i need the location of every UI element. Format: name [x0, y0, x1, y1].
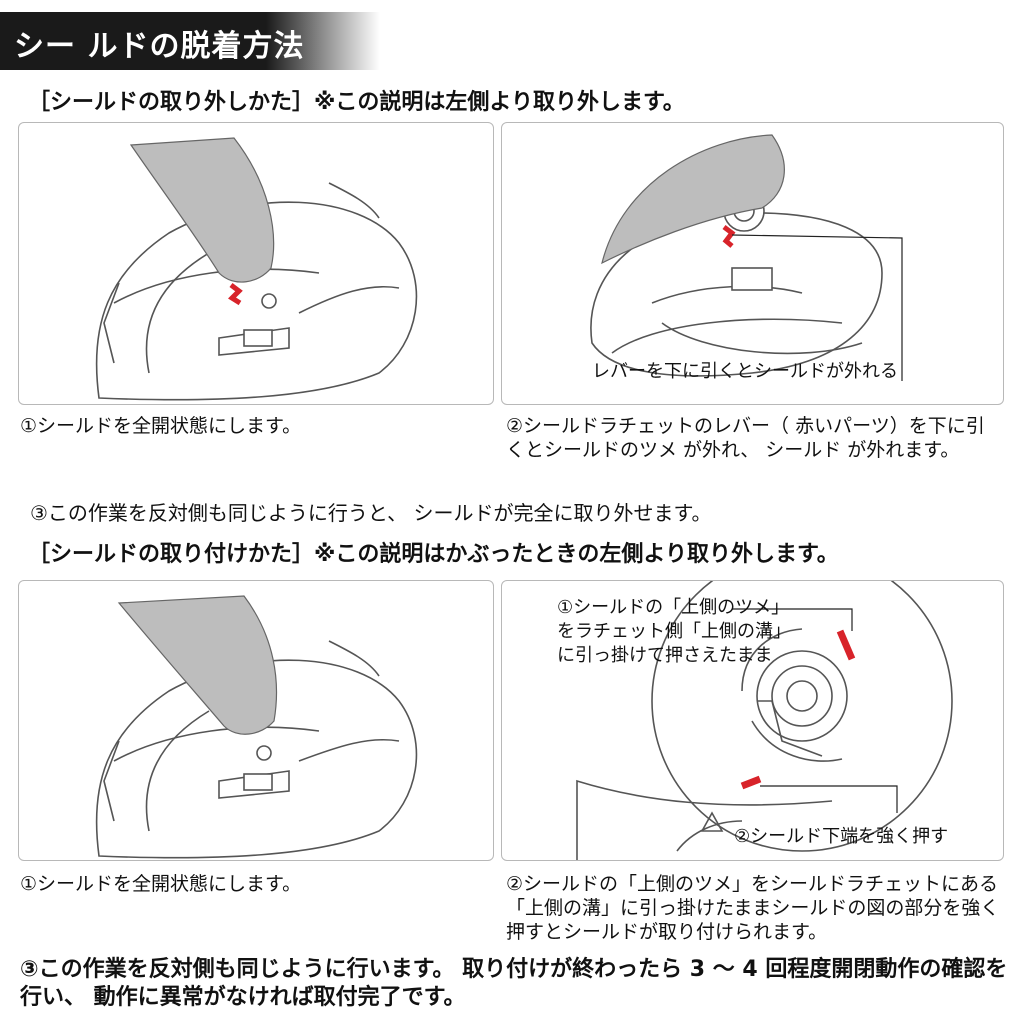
tab-label-line-2: をラチェット側「上側の溝」: [557, 621, 791, 642]
page-title: シー ルドの脱着方法: [14, 29, 305, 64]
helmet-icon: [95, 137, 418, 401]
press-label: ②シールド下端を強く押す: [734, 826, 949, 847]
shield-shape: [129, 137, 275, 283]
removal-heading: ［シールドの取り外しかた］※この説明は左側より取り外します。: [28, 90, 685, 115]
callout-line-top: [732, 608, 853, 631]
removal-figure-2: レバーを下に引くとシールドが外れる: [501, 122, 1004, 405]
lever-red-mark: [722, 225, 736, 248]
tab-label-line-3: に引っ掛けて押さえたまま: [557, 645, 773, 666]
helmet-icon: [590, 134, 903, 381]
installation-figure-2: ①シールドの「上側のツメ」 をラチェット側「上側の溝」 に引っ掛けて押さえたまま…: [501, 580, 1004, 861]
shield-shape: [601, 134, 785, 265]
ratchet-icon: [576, 581, 953, 860]
lower-edge-mark: [740, 775, 762, 790]
removal-step-2: ②シールドラチェットのレバー（ 赤いパーツ）を下に引くとシールドのツメ が外れ、…: [506, 415, 985, 461]
title-banner: シー ルドの脱着方法: [0, 12, 380, 70]
removal-step-1: ①シールドを全開状態にします。: [20, 415, 302, 437]
installation-step-2: ②シールドの「上側のツメ」をシールドラチェットにある「上側の溝」に引っ掛けたまま…: [506, 873, 1000, 943]
callout-line: [731, 234, 903, 381]
shield-shape: [117, 595, 278, 735]
installation-step-1: ①シールドを全開状態にします。: [20, 873, 302, 895]
tab-label-line-1: ①シールドの「上側のツメ」: [557, 597, 790, 618]
installation-figure-1: [18, 580, 494, 861]
lever-label: レバーを下に引くとシールドが外れる: [592, 361, 898, 382]
helmet-icon: [95, 595, 418, 859]
installation-step-3: ③この作業を反対側も同じように行います。 取り付けが終わったら 3 ～ 4 回程…: [20, 957, 1008, 1010]
callout-line-bottom: [760, 785, 898, 813]
installation-heading: ［シールドの取り付けかた］※この説明はかぶったときの左側より取り外します。: [28, 542, 839, 567]
removal-figure-1: [18, 122, 494, 405]
upper-tab-mark: [836, 629, 856, 661]
lever-red-mark: [228, 283, 243, 306]
removal-step-3: ③この作業を反対側も同じように行うと、 シールドが完全に取り外せます。: [30, 501, 712, 525]
